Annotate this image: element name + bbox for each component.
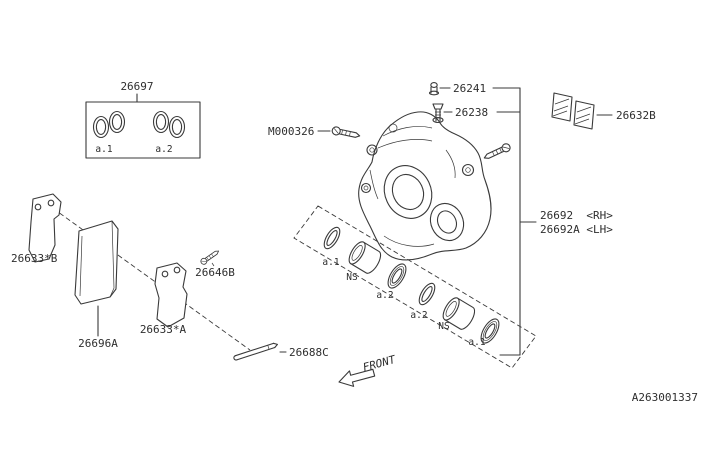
mount-bolt-label: M000326 [268,125,314,138]
caliper-guide-bolt-icon [482,141,512,163]
pad-pin-group: 26688C [233,342,329,361]
inner-shim-plate [154,262,188,328]
front-label: FRONT [361,353,398,374]
piston-item-label: a.1 [468,337,485,348]
bleeder-screw-icon [432,103,444,122]
pad-clip-icon [551,92,595,130]
outer-shim-label: 26633*B [11,252,58,265]
bleeder-screw-label: 26238 [455,106,488,119]
front-indicator: FRONT [338,353,398,387]
caliper-body-group [358,111,492,261]
inner-shim-group: 26633*A [140,262,188,336]
front-arrow-icon [338,368,376,387]
bleeder-cap-label: 26241 [453,82,486,95]
mount-bolt-group: M000326 [268,125,362,141]
outer-shim-group: 26633*B [11,193,62,265]
piston-seal-icon [323,226,341,250]
piston-item-label: a.1 [322,257,339,268]
caliper-second-bore [429,202,465,242]
caliper-outline [358,111,492,261]
pad-pin-label: 26688C [289,346,329,359]
seal-ring-pair-a2-icon [152,110,186,139]
seal-kit-item-a1-label: a.1 [95,144,112,155]
caliper-assembly-bracket: 26692 <RH> 26692A <LH> [492,87,613,356]
pad-set-group: 26696A [74,220,119,350]
pad-body [74,220,119,305]
seal-ring-pair-a1-icon [92,110,126,139]
bleeder-screw-group: 26238 [432,103,488,122]
piston-item-label: NS [346,272,358,283]
piston-item-label: NS [438,321,450,332]
lock-pin-icon [199,248,221,266]
caliper-rh-label: 26692 <RH> [540,209,613,222]
pad-pin-icon [233,342,278,361]
piston-boot-icon [480,318,500,344]
piston-seal-set: a.1 NS a.2 a.2 NS a.1 [322,226,500,348]
piston-icon [348,241,382,274]
pad-axis-dashed-line [39,198,251,351]
piston-item-label: a.2 [376,290,393,301]
lock-pin-label: 26646B [195,266,235,279]
seal-kit-group: 26697 a.1 a.2 [85,80,201,159]
piston-boot-icon [387,263,407,289]
mount-bolt-icon [330,125,362,141]
pad-clip-group: 26632B [551,92,656,130]
inner-shim-label: 26633*A [140,323,187,336]
caliper-main-bore [383,165,433,219]
seal-kit-item-a2-label: a.2 [155,144,172,155]
caliper-lh-label: 26692A <LH> [540,223,613,236]
outer-shim-plate [28,193,62,263]
pad-clip-label: 26632B [616,109,656,122]
piston-seal-icon [418,282,436,306]
piston-band-dashed-outline [293,205,537,369]
piston-icon [442,297,476,330]
bleeder-cap-icon [428,82,440,96]
lock-pin-leader-line [211,262,215,267]
seal-kit-label: 26697 [120,80,153,93]
pad-set-label: 26696A [78,337,118,350]
bleeder-cap-group: 26241 [428,82,486,96]
piston-item-label: a.2 [410,310,427,321]
diagram-id: A263001337 [632,391,698,404]
lock-pin-group: 26646B [195,248,235,279]
